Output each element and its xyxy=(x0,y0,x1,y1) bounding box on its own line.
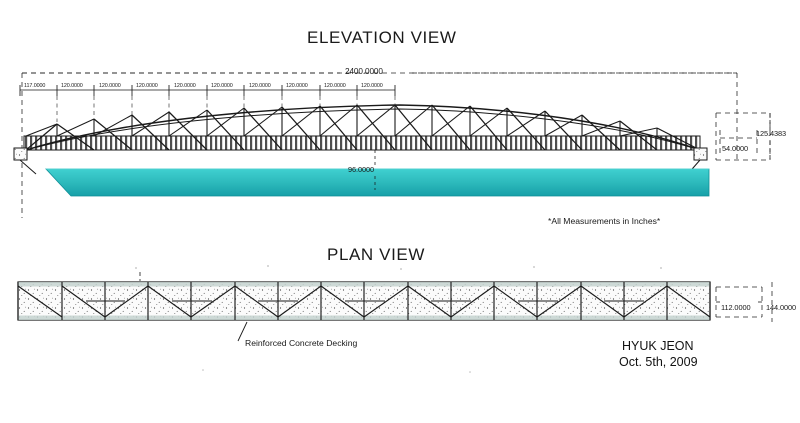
plan-outer-width-label: 144.0000 xyxy=(766,303,797,312)
end-height-label: 54.0000 xyxy=(722,144,749,153)
plan-width-dimension-box xyxy=(715,282,773,322)
panel-dim-label-1: 117.0000 xyxy=(24,83,46,89)
panel-dimension-chain xyxy=(19,85,396,96)
elevation-deck-band xyxy=(23,135,701,151)
panel-dim-label-10: 120.0000 xyxy=(361,83,383,89)
total-height-label: 125.4383 xyxy=(756,129,787,138)
truss-vertical-posts xyxy=(56,105,658,136)
height-dimension-box xyxy=(715,112,771,161)
panel-dim-label-7: 120.0000 xyxy=(249,83,271,89)
deck-label-leader xyxy=(237,321,248,342)
author-name: HYUK JEON xyxy=(622,339,694,353)
drawing-date: Oct. 5th, 2009 xyxy=(619,355,698,369)
left-support-bearing xyxy=(13,147,37,175)
overall-span-label: 2400.0000 xyxy=(345,67,383,76)
plan-inner-width-label: 112.0000 xyxy=(721,303,751,312)
panel-dim-label-9: 120.0000 xyxy=(324,83,346,89)
deck-label: Reinforced Concrete Decking xyxy=(245,338,358,348)
panel-dim-label-5: 120.0000 xyxy=(174,83,196,89)
truss-web-diagonals xyxy=(25,104,701,151)
truss-web-counter-diagonals xyxy=(25,104,658,137)
plan-view-title: PLAN VIEW xyxy=(327,245,425,264)
water-channel xyxy=(45,168,710,197)
panel-dim-label-2: 120.0000 xyxy=(61,83,83,89)
plan-cross-bracing xyxy=(17,285,711,318)
panel-dim-label-3: 120.0000 xyxy=(99,83,121,89)
panel-dim-label-6: 120.0000 xyxy=(211,83,233,89)
elevation-view-title: ELEVATION VIEW xyxy=(307,28,457,47)
panel-dim-label-8: 120.0000 xyxy=(286,83,308,89)
panel-dim-label-4: 120.0000 xyxy=(136,83,158,89)
mid-height-label: 96.0000 xyxy=(348,165,375,174)
units-note: *All Measurements in Inches* xyxy=(548,216,661,226)
scan-artifacts xyxy=(135,265,662,373)
